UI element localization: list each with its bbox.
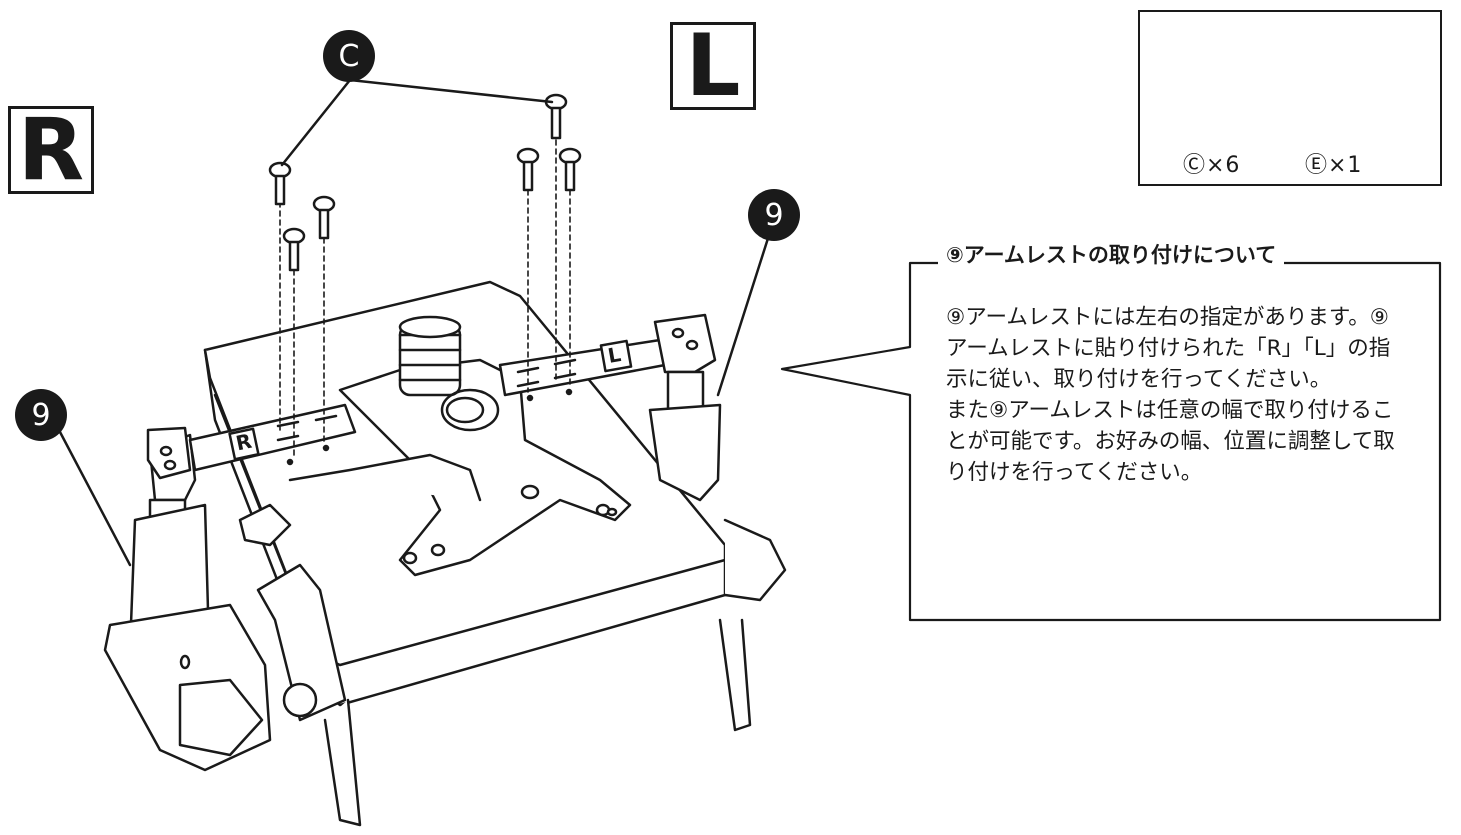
screw-guide-lines [279, 139, 571, 459]
screw-callout: C [323, 30, 375, 82]
screw-3 [282, 227, 306, 272]
screw-quantity: Ⓒ×6 [1183, 153, 1241, 178]
armrest-callout-left: 9 [15, 389, 67, 441]
screw-6 [558, 147, 582, 192]
note-title: ⑨アームレストの取り付けについて [938, 239, 1285, 269]
armrest-callout-right: 9 [748, 189, 800, 241]
sticker-r [228, 427, 260, 461]
right-side-marker: R [8, 106, 94, 194]
screw-5 [516, 147, 540, 192]
leader-lines [58, 78, 772, 567]
note-paragraph-2: また⑨アームレストは任意の幅で取り付けることが可能です。お好みの幅、位置に調整し… [946, 398, 1395, 485]
sticker-l [599, 339, 633, 373]
note-paragraph-1: ⑨アームレストには左右の指定があります。⑨アームレストに貼り付けられた「R」「L… [946, 305, 1391, 392]
screw-1 [268, 161, 292, 206]
screw-2 [312, 195, 336, 240]
parts-list-box: Ⓒ×6 Ⓔ×1 [1138, 10, 1442, 186]
screw-4 [544, 93, 568, 140]
left-side-letter: L [685, 16, 741, 116]
left-side-marker: L [670, 22, 756, 110]
hex-key-quantity: Ⓔ×1 [1305, 153, 1363, 178]
armrest-r [103, 403, 357, 772]
back-bracket [718, 518, 787, 732]
screws [268, 93, 582, 272]
note-bubble [780, 261, 1442, 622]
side-lever [256, 563, 362, 827]
note-body: ⑨アームレストには左右の指定があります。⑨アームレストに貼り付けられた「R」「L… [946, 302, 1406, 488]
right-side-letter: R [17, 100, 85, 200]
tilt-mechanism [238, 315, 632, 577]
